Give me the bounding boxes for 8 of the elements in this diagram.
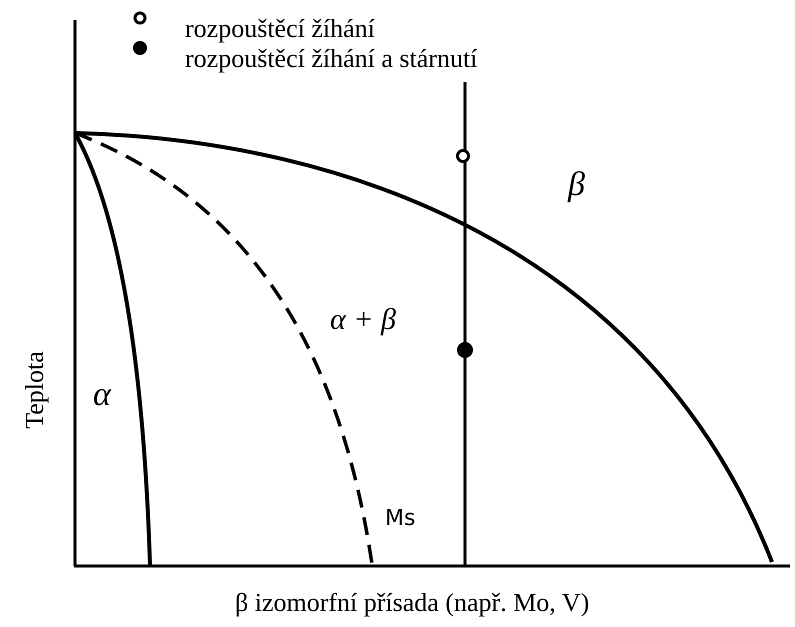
phase-label: α + β [330,305,396,335]
axis-title: β izomorfní přísada (např. Mo, V) [235,590,590,616]
legend-text: rozpouštěcí žíhání [185,16,375,42]
phase-label: β [568,168,585,202]
legend-text: rozpouštěcí žíhání a stárnutí [185,46,478,72]
curve-label: Ms [385,508,416,530]
axis-title: Teplota [22,351,48,429]
phase-label: α [93,378,111,412]
